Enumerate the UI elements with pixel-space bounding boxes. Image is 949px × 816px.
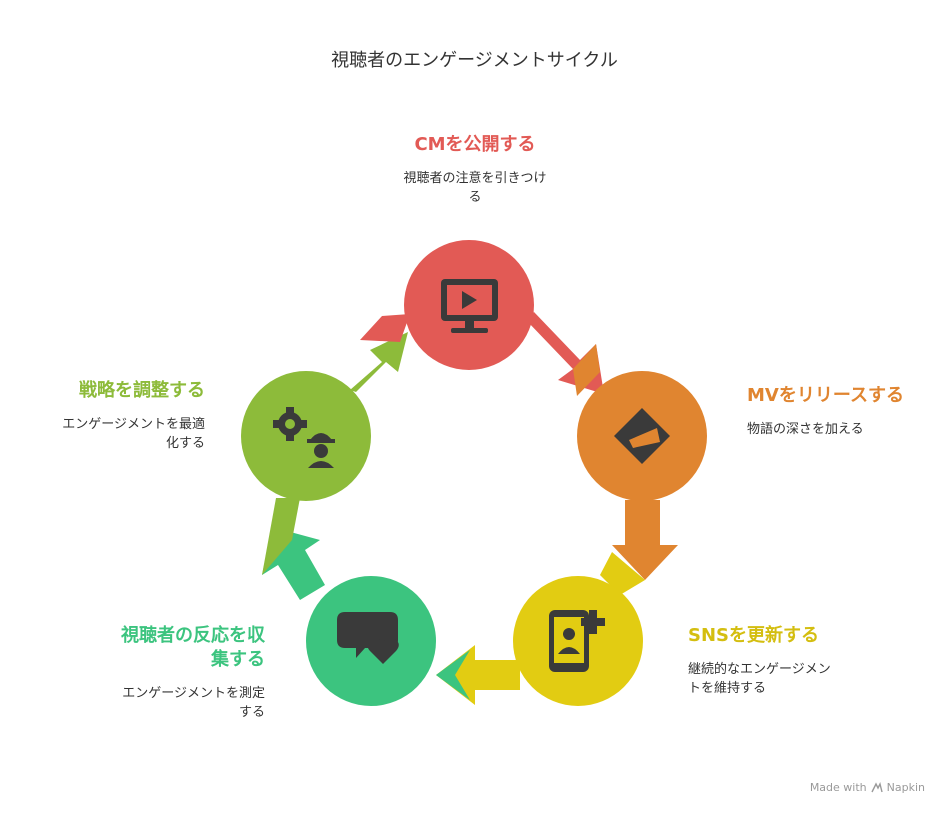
stage-circle-collect bbox=[306, 576, 436, 706]
stage-heading: SNSを更新する bbox=[688, 625, 819, 646]
stage-heading: CMを公開する bbox=[414, 134, 536, 155]
stage-label-collect: 視聴者の反応を収 集する エンゲージメントを測定 する bbox=[60, 624, 265, 722]
arrow-strategy-to-cm bbox=[350, 314, 410, 392]
stage-circle-cm bbox=[404, 240, 534, 370]
chat-heart-icon bbox=[337, 612, 399, 664]
stage-circle-strategy bbox=[241, 371, 371, 501]
arrow-cm-to-mv bbox=[527, 312, 604, 396]
stage-label-mv: MVをリリースする 物語の深さを加える bbox=[747, 384, 942, 439]
gear-worker-icon bbox=[273, 407, 335, 468]
stage-label-sns: SNSを更新する 継続的なエンゲージメン トを維持する bbox=[688, 624, 878, 698]
diagram-title: 視聴者のエンゲージメントサイクル bbox=[331, 50, 618, 71]
stage-description: エンゲージメントを測定 する bbox=[122, 686, 265, 720]
arrow-mv-to-sns bbox=[600, 500, 678, 595]
diamond-screen-icon bbox=[614, 408, 670, 464]
watermark-brand: Napkin bbox=[886, 781, 925, 794]
stage-heading: MVをリリースする bbox=[747, 385, 904, 406]
stage-description: 視聴者の注意を引きつけ る bbox=[403, 171, 547, 205]
stage-heading: 戦略を調整する bbox=[79, 380, 205, 401]
stage-heading: 視聴者の反応を収 集する bbox=[121, 625, 265, 670]
tv-play-icon bbox=[441, 279, 498, 333]
stage-circle-mv bbox=[577, 371, 707, 501]
stage-circle-sns bbox=[513, 576, 643, 706]
napkin-logo-icon bbox=[871, 781, 883, 792]
arrow-collect-to-strategy bbox=[262, 498, 325, 600]
watermark-prefix: Made with bbox=[809, 781, 867, 794]
stage-description: エンゲージメントを最適 化する bbox=[62, 417, 205, 451]
stage-label-cm: CMを公開する 視聴者の注意を引きつけ る bbox=[370, 133, 580, 207]
stage-circle-fill bbox=[241, 371, 371, 501]
phone-user-plus-icon bbox=[549, 610, 605, 672]
arrow-sns-to-collect bbox=[436, 645, 520, 705]
stage-label-strategy: 戦略を調整する エンゲージメントを最適 化する bbox=[25, 379, 205, 453]
napkin-watermark[interactable]: Made with Napkin bbox=[810, 781, 925, 794]
stage-description: 継続的なエンゲージメン トを維持する bbox=[688, 662, 831, 696]
stage-description: 物語の深さを加える bbox=[747, 422, 864, 437]
